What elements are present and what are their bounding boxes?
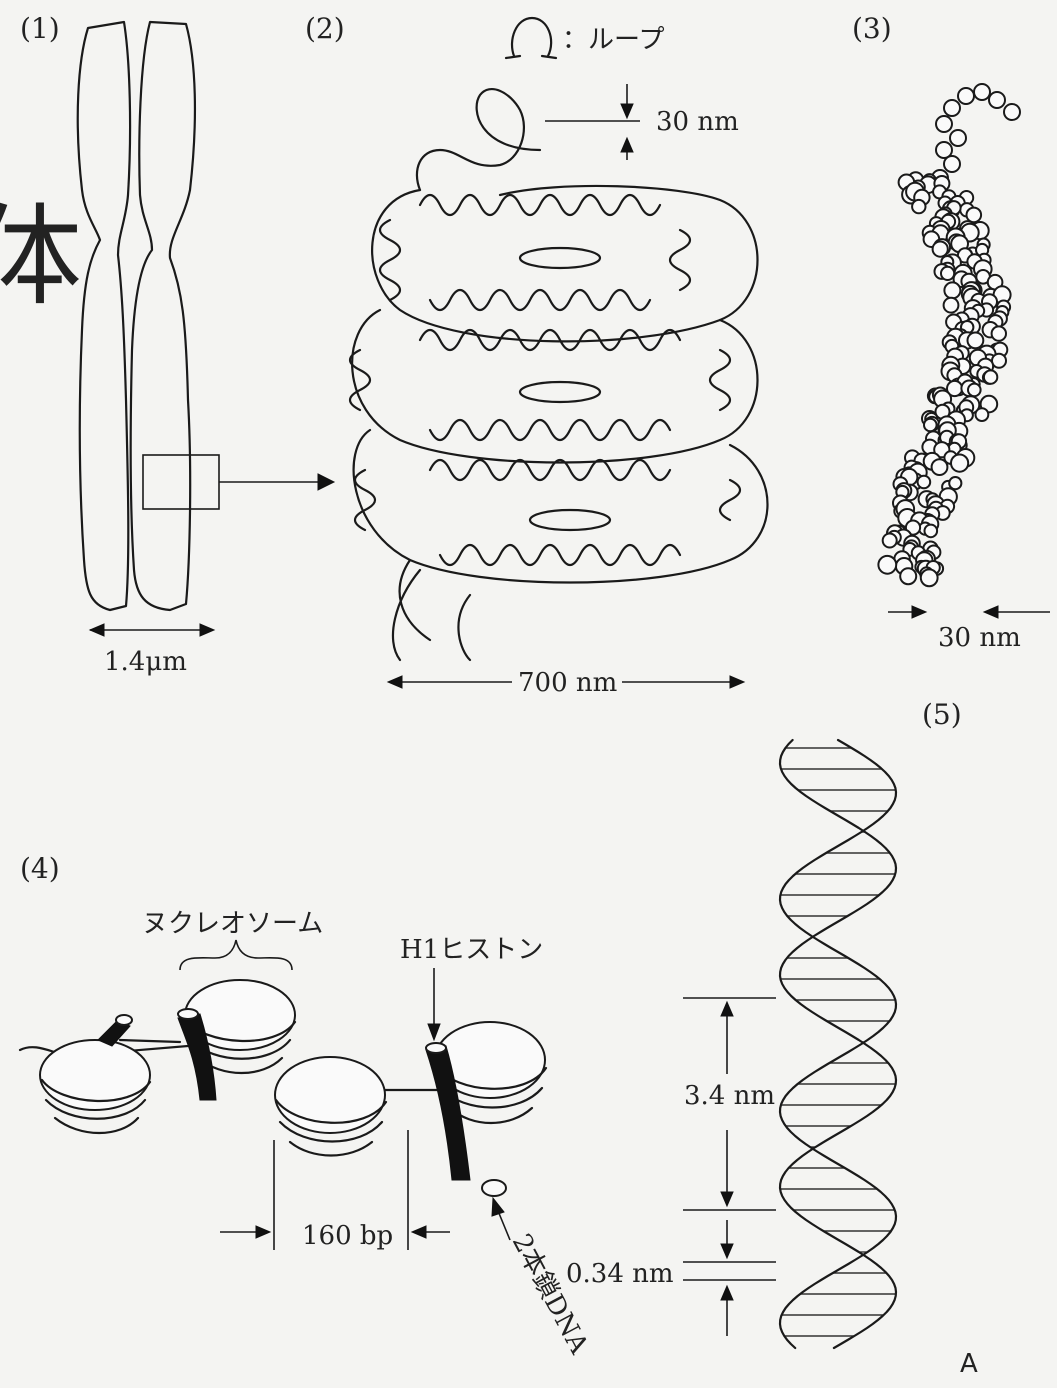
bead	[924, 419, 937, 432]
bead	[950, 130, 966, 146]
bead	[949, 477, 961, 489]
panel-5-label: (5)	[922, 698, 962, 731]
bead	[968, 333, 984, 349]
fiber-width-arrows	[888, 606, 1050, 618]
nucleosome-label: ヌクレオソーム	[142, 909, 323, 939]
nucleosome-icon	[426, 1022, 546, 1196]
nucleosome-string	[20, 980, 546, 1196]
chromosome-width-label: 1.4μm	[104, 647, 187, 677]
linker-spacing-label: 160 bp	[302, 1221, 393, 1251]
loop-legend-icon	[506, 18, 556, 58]
looped-fiber	[350, 89, 768, 660]
bead	[974, 84, 990, 100]
dimension-arrow-1	[90, 624, 214, 636]
bead	[936, 116, 952, 132]
panel-1-label: (1)	[20, 12, 60, 45]
bead	[900, 568, 916, 584]
bead	[878, 556, 896, 574]
nucleosome-icon	[275, 1057, 386, 1156]
bead	[989, 92, 1005, 108]
bead	[976, 408, 989, 421]
bead	[968, 384, 981, 397]
fiber-width-label: 30 nm	[938, 623, 1021, 653]
double-strand-dna-label: 2本鎖DNA	[506, 1229, 595, 1360]
bead	[944, 100, 960, 116]
bead	[944, 156, 960, 172]
bead	[883, 534, 897, 548]
fiber-thickness-label: 30 nm	[656, 107, 739, 137]
h1-pointer-arrow	[428, 968, 440, 1040]
bead	[944, 282, 960, 298]
bead	[984, 370, 997, 383]
nucleosome-brace	[180, 940, 292, 970]
panel-4-label: (4)	[20, 852, 60, 885]
dna-pointer-arrow	[492, 1198, 510, 1240]
h1-histone-label: H1ヒストン	[400, 935, 543, 965]
panel-3-label: (3)	[852, 12, 892, 45]
helix-pitch-marks	[683, 998, 776, 1336]
bead	[921, 569, 938, 586]
helix-pitch-label: 3.4 nm	[684, 1081, 775, 1111]
bead	[933, 242, 948, 257]
loop-domain-width-label: 700 nm	[518, 668, 617, 698]
bead	[912, 200, 925, 213]
bead	[941, 267, 954, 280]
bead	[925, 525, 938, 538]
bead	[992, 326, 1006, 340]
chromosome-icon	[78, 22, 334, 610]
bead	[958, 88, 974, 104]
bead	[1004, 104, 1020, 120]
panel-2-label: (2)	[305, 12, 345, 45]
corner-letter: A	[960, 1349, 978, 1379]
nucleosome-icon	[40, 1015, 150, 1133]
bead	[992, 354, 1006, 368]
bead	[944, 298, 959, 313]
bead	[967, 208, 982, 223]
loop-legend-label: ：ループ	[562, 25, 664, 55]
bead	[932, 459, 948, 475]
base-rise-label: 0.34 nm	[566, 1259, 674, 1289]
double-helix	[780, 740, 896, 1348]
bead	[951, 455, 968, 472]
edge-glyph: 体	[0, 193, 82, 321]
solenoid-fiber	[878, 84, 1020, 586]
fiber-thickness-arrows	[545, 84, 640, 160]
bead	[918, 476, 931, 489]
